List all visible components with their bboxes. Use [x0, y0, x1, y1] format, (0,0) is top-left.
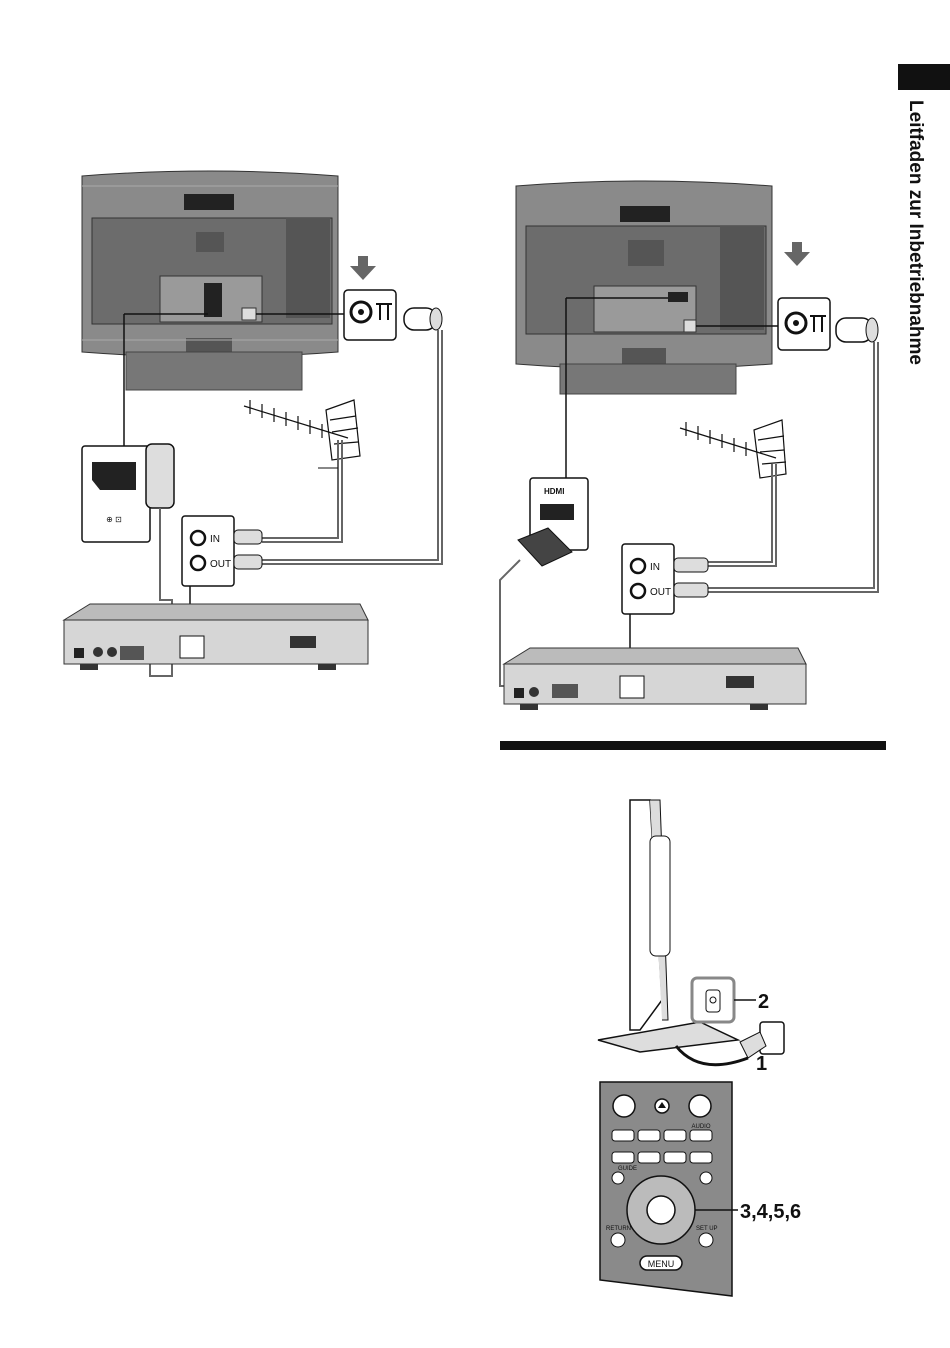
diagram-left-scart: ⊕ ⊡ IN OUT — [64, 171, 442, 676]
play-pause-button — [690, 1152, 712, 1163]
rewind-button — [612, 1152, 634, 1163]
tv-rear-right — [516, 181, 772, 394]
prev-button — [612, 1130, 634, 1141]
power-cable — [676, 1046, 748, 1065]
arrow-down-icon — [784, 242, 810, 266]
remote-control: AUDIO GUIDE 3,4,5,6 RETURN SET UP MENU — [600, 1082, 801, 1296]
scart-socket-callout — [82, 446, 150, 542]
next-button — [638, 1130, 660, 1141]
out-label: OUT — [650, 587, 671, 598]
return-label: RETURN — [606, 1226, 631, 1232]
guide-label: GUIDE — [618, 1166, 637, 1172]
audio-button — [690, 1130, 712, 1141]
rf-in-out-callout — [622, 544, 674, 614]
out-label: OUT — [210, 559, 231, 570]
menu-label: MENU — [648, 1259, 675, 1269]
tv-rear-left — [82, 171, 338, 390]
recorder-rear-right — [504, 648, 806, 710]
input-button — [613, 1095, 635, 1117]
callout-2: 2 — [758, 991, 769, 1013]
callout-1: 1 — [756, 1053, 767, 1075]
tv-stand — [598, 1022, 738, 1052]
callout-steps: 3,4,5,6 — [740, 1201, 801, 1223]
forward-button — [638, 1152, 660, 1163]
arrow-down-icon — [350, 256, 376, 280]
setup-button — [699, 1233, 713, 1247]
setup-label: SET UP — [696, 1226, 718, 1232]
audio-label: AUDIO — [691, 1124, 710, 1130]
scart-plug-icon — [146, 444, 174, 508]
stop-button — [664, 1152, 686, 1163]
hdmi-label: HDMI — [544, 487, 564, 496]
rf-in-out-callout — [182, 516, 234, 586]
tv-power-setup: 2 1 — [598, 800, 784, 1075]
in-label: IN — [210, 534, 220, 545]
recorder-rear-left — [64, 604, 368, 670]
rooftop-antenna-icon — [680, 420, 786, 478]
enter-button — [647, 1196, 675, 1224]
in-label: IN — [650, 562, 660, 573]
return-button — [611, 1233, 625, 1247]
section-divider-bar — [500, 741, 886, 750]
wall-outlet-icon — [760, 1022, 784, 1054]
svg-text:⊕ ⊡: ⊕ ⊡ — [106, 515, 122, 524]
power-remote-button — [689, 1095, 711, 1117]
diagram-right-hdmi: HDMI IN OUT — [500, 181, 878, 710]
guide-button — [612, 1172, 624, 1184]
